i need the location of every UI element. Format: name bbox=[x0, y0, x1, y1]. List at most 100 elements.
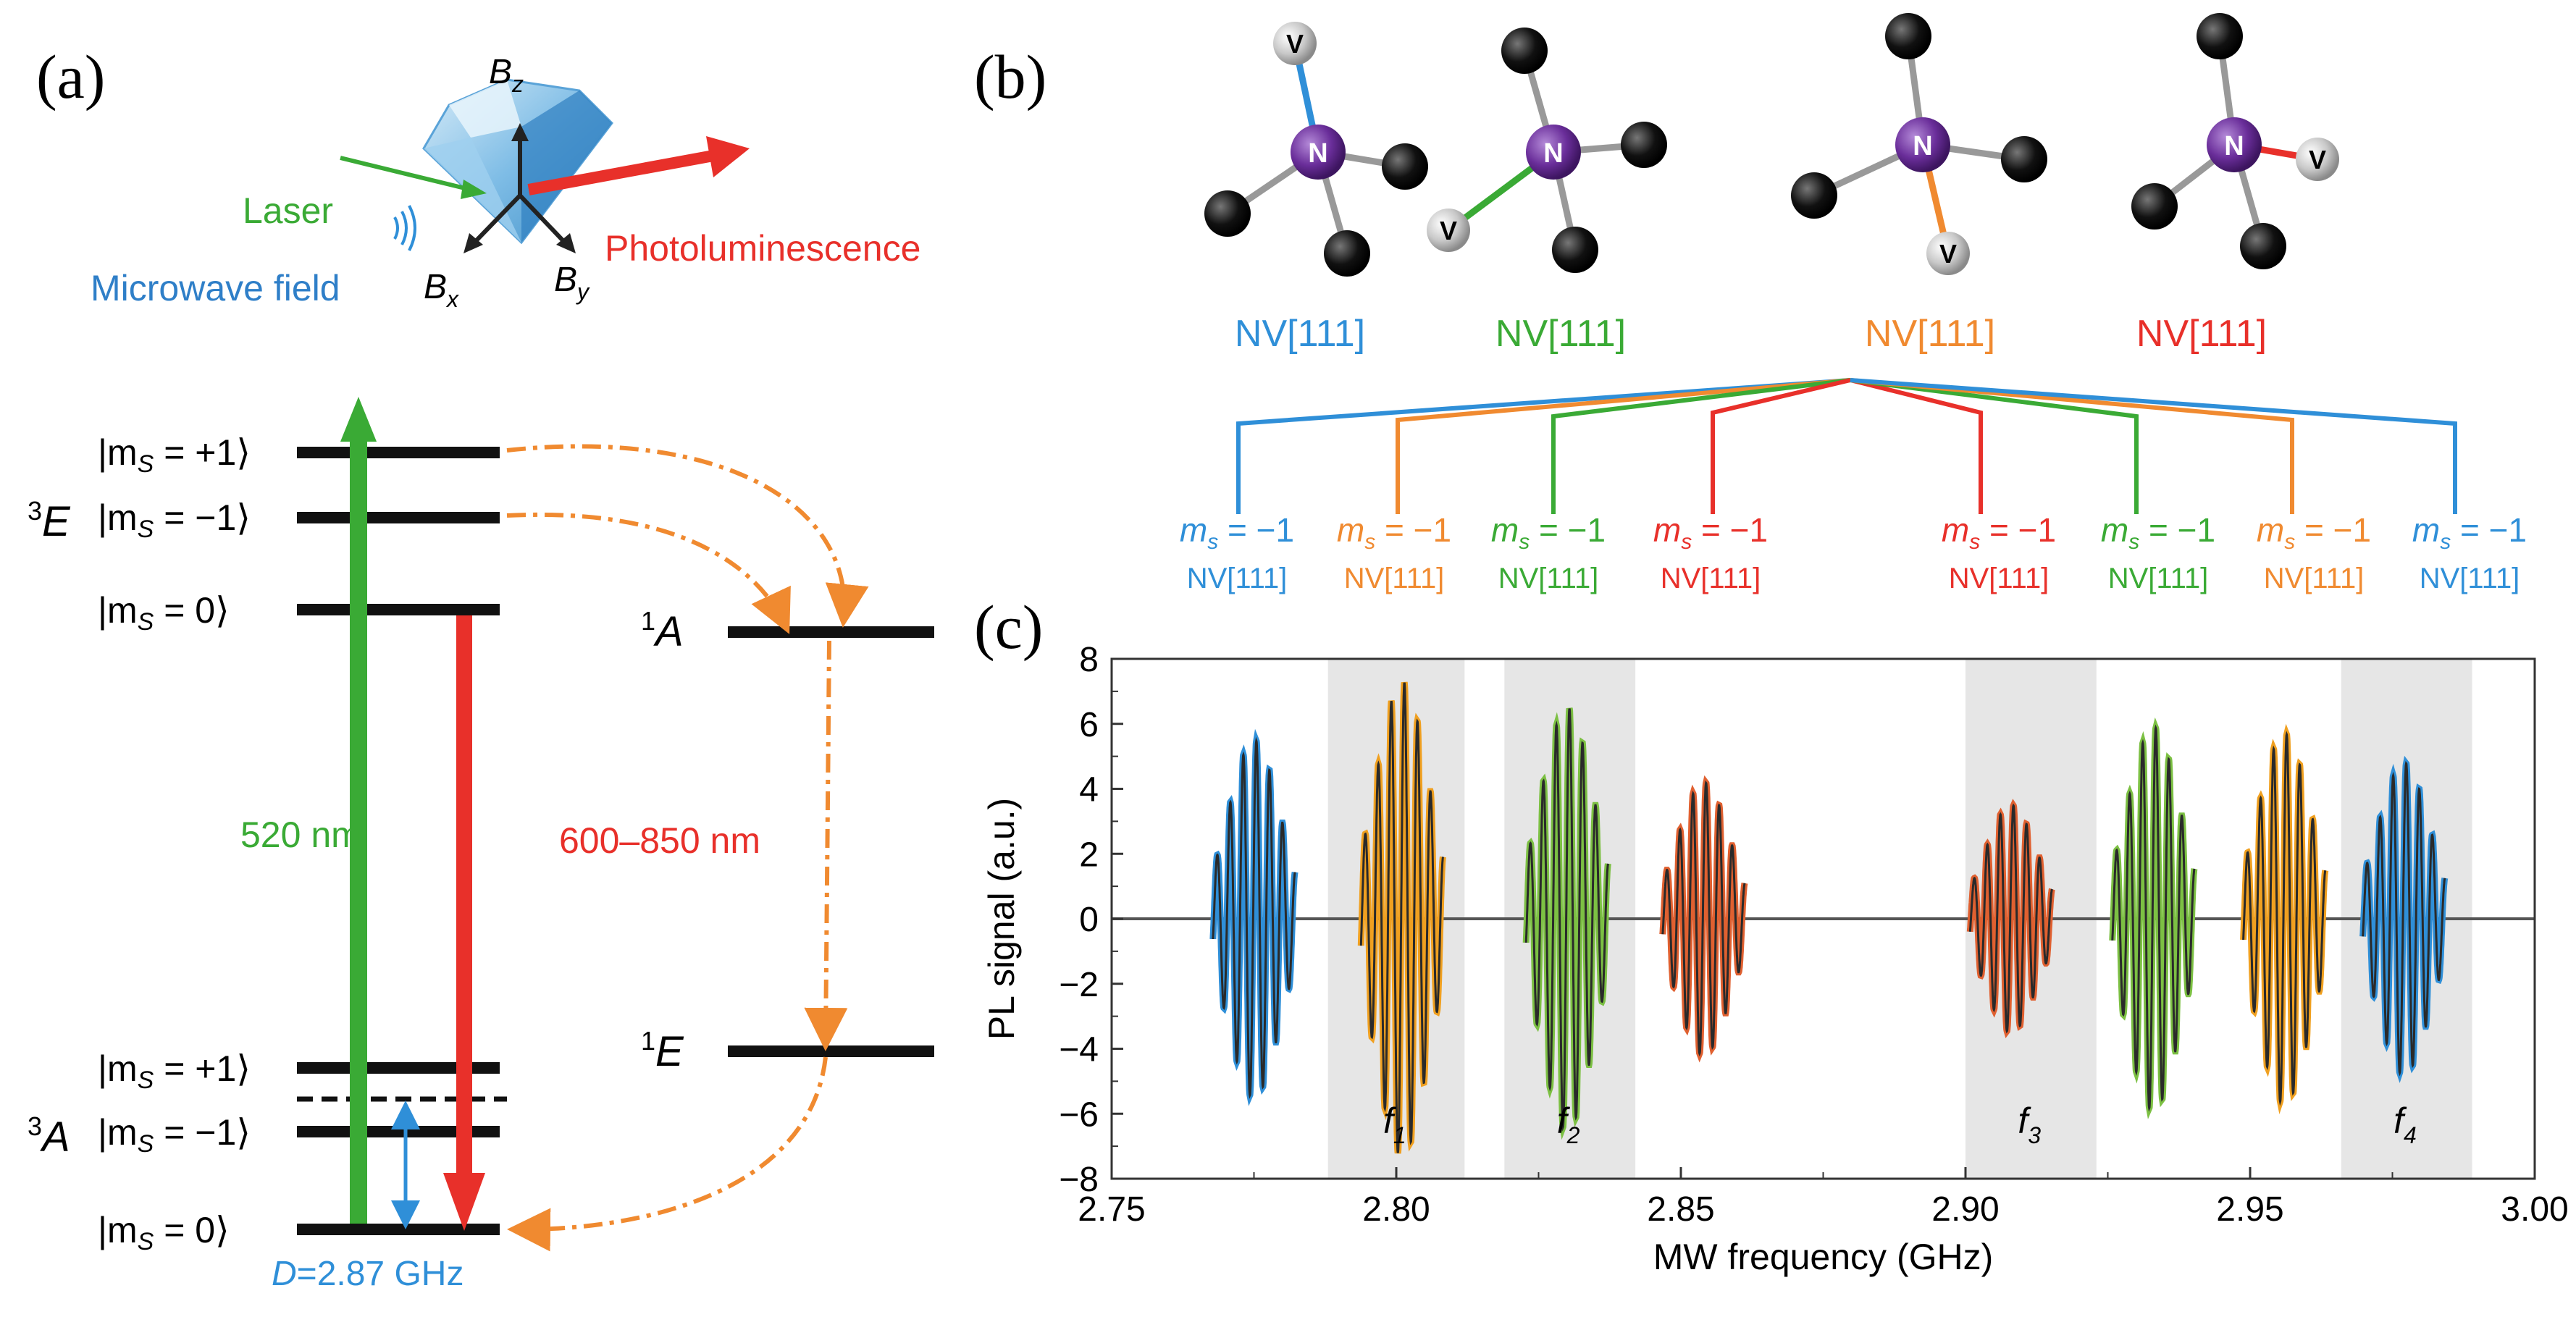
branch-nv-label-4: NV[111] bbox=[1661, 563, 1761, 594]
orientation-label-3: NV[111] bbox=[1865, 313, 1995, 355]
x-tick-label-3: 2.85 bbox=[1647, 1190, 1714, 1229]
level-ms-minus1-upper: |mS = −1⟩ bbox=[98, 497, 251, 543]
vacancy-atom bbox=[1273, 22, 1317, 65]
branch-ms-label-6: ms = −1 bbox=[2101, 511, 2215, 554]
resonance-fit-3 bbox=[1524, 708, 1609, 1132]
y-tick-label-7: −4 bbox=[1059, 1031, 1099, 1069]
resonance-series bbox=[1112, 681, 2535, 1154]
resonance-fit-5 bbox=[1968, 803, 2053, 1034]
b-field-axes bbox=[463, 123, 576, 253]
y-tick-label-1: 8 bbox=[1079, 641, 1099, 679]
branch-line-1 bbox=[1236, 378, 1851, 514]
microwave-label: Microwave field bbox=[91, 268, 340, 308]
y-tick-label-4: 2 bbox=[1079, 836, 1099, 874]
carbon-atom bbox=[1552, 227, 1598, 273]
branch-line-3 bbox=[1551, 378, 1851, 514]
zfs-label: D=2.87 GHz bbox=[272, 1255, 463, 1293]
nitrogen-atom bbox=[1291, 125, 1346, 180]
bz-label: Bz bbox=[489, 53, 524, 97]
nitrogen-label: N bbox=[1913, 131, 1932, 161]
nv-molecule-2: VN bbox=[1427, 28, 1667, 273]
y-tick-label-2: 6 bbox=[1079, 706, 1099, 744]
y-tick-label-8: −6 bbox=[1059, 1095, 1099, 1134]
orientation-label-2: NV[111] bbox=[1495, 313, 1626, 355]
carbon-atom bbox=[1501, 28, 1548, 74]
branch-nv-label-6: NV[111] bbox=[2108, 563, 2209, 594]
vacancy-atom bbox=[1427, 209, 1470, 252]
branch-nv-label-5: NV[111] bbox=[1949, 563, 2050, 594]
branch-ms-label-4: ms = −1 bbox=[1653, 511, 1768, 554]
carbon-atom bbox=[1791, 172, 1837, 219]
x-tick-label-1: 2.75 bbox=[1078, 1190, 1145, 1229]
y-axis-label: PL signal (a.u.) bbox=[981, 798, 1022, 1040]
branch-nv-label-2: NV[111] bbox=[1344, 563, 1445, 594]
vacancy-atom bbox=[1926, 232, 1970, 275]
resonance-fit-4 bbox=[1661, 780, 1746, 1057]
panel-label-a: (a) bbox=[36, 42, 105, 111]
emission-arrow-red bbox=[443, 615, 485, 1231]
nv-molecule-4: VN bbox=[2131, 13, 2339, 269]
nitrogen-atom bbox=[1895, 117, 1950, 172]
vacancy-atom bbox=[2296, 138, 2339, 181]
level-ms-zero-lower: |mS = 0⟩ bbox=[98, 1210, 230, 1255]
by-label: By bbox=[554, 261, 590, 305]
branch-line-2 bbox=[1396, 378, 1851, 514]
branch-nv-label-1: NV[111] bbox=[1187, 563, 1288, 594]
vacancy-label: V bbox=[1939, 239, 1957, 269]
state-1E: 1E bbox=[641, 1026, 684, 1075]
x-axis-label: MW frequency (GHz) bbox=[1653, 1237, 1994, 1277]
x-tick-label-2: 2.80 bbox=[1362, 1190, 1430, 1229]
branch-line-6 bbox=[1850, 378, 2139, 514]
carbon-atom bbox=[2240, 223, 2286, 269]
y-tick-label-6: −2 bbox=[1059, 966, 1099, 1004]
nv-molecule-3: VN bbox=[1791, 13, 2047, 275]
level-ms-zero-upper: |mS = 0⟩ bbox=[98, 590, 230, 636]
branch-line-8 bbox=[1850, 378, 2457, 514]
microwave-icon bbox=[393, 205, 416, 251]
branch-line-4 bbox=[1711, 378, 1851, 514]
branch-tree bbox=[1236, 378, 2457, 514]
carbon-atom bbox=[1885, 13, 1931, 59]
resonance-fit-1 bbox=[1212, 736, 1296, 1099]
branch-ms-label-1: ms = −1 bbox=[1180, 511, 1294, 554]
resonance-fit-8 bbox=[2362, 761, 2446, 1077]
carbon-atom bbox=[1621, 122, 1667, 168]
nitrogen-label: N bbox=[2224, 131, 2244, 161]
level-ms-plus1-lower: |mS = +1⟩ bbox=[98, 1048, 251, 1094]
state-3A: 3A bbox=[28, 1111, 70, 1161]
x-tick-label-6: 3.00 bbox=[2501, 1190, 2568, 1229]
photoluminescence-arrow bbox=[527, 136, 750, 195]
branch-line-7 bbox=[1850, 378, 2294, 514]
y-tick-label-5: 0 bbox=[1079, 901, 1099, 939]
panel-label-c: (c) bbox=[974, 592, 1043, 662]
photoluminescence-label: Photoluminescence bbox=[605, 228, 920, 269]
nitrogen-label: N bbox=[1543, 138, 1563, 169]
level-ms-plus1-upper: |mS = +1⟩ bbox=[98, 432, 251, 478]
branch-labels: ms = −1 NV[111] ms = −1 NV[111] ms = −1 NV[11… bbox=[1180, 511, 2527, 594]
vacancy-label: V bbox=[1440, 216, 1457, 245]
orientation-label-1: NV[111] bbox=[1235, 313, 1365, 355]
branch-ms-label-2: ms = −1 bbox=[1337, 511, 1451, 554]
x-tick-label-4: 2.90 bbox=[1931, 1190, 1999, 1229]
vacancy-label: V bbox=[1286, 29, 1304, 59]
branch-nv-label-7: NV[111] bbox=[2264, 563, 2365, 594]
carbon-atom bbox=[2131, 183, 2178, 230]
carbon-atom bbox=[1382, 143, 1428, 190]
resonance-fit-7 bbox=[2242, 731, 2327, 1106]
branch-ms-label-7: ms = −1 bbox=[2257, 511, 2371, 554]
branch-nv-label-3: NV[111] bbox=[1498, 563, 1599, 594]
branch-line-5 bbox=[1850, 378, 1983, 514]
nitrogen-atom bbox=[2207, 117, 2262, 172]
orientation-labels: NV[111]NV[111]NV[111]NV[111] bbox=[1235, 313, 2267, 355]
carbon-atom bbox=[1204, 190, 1251, 237]
intersystem-crossing-paths bbox=[506, 444, 869, 1252]
excitation-arrow-green bbox=[340, 397, 377, 1224]
nitrogen-atom bbox=[1526, 125, 1581, 180]
wavelength-600-850: 600–850 nm bbox=[559, 820, 760, 861]
carbon-atom bbox=[2001, 136, 2047, 182]
